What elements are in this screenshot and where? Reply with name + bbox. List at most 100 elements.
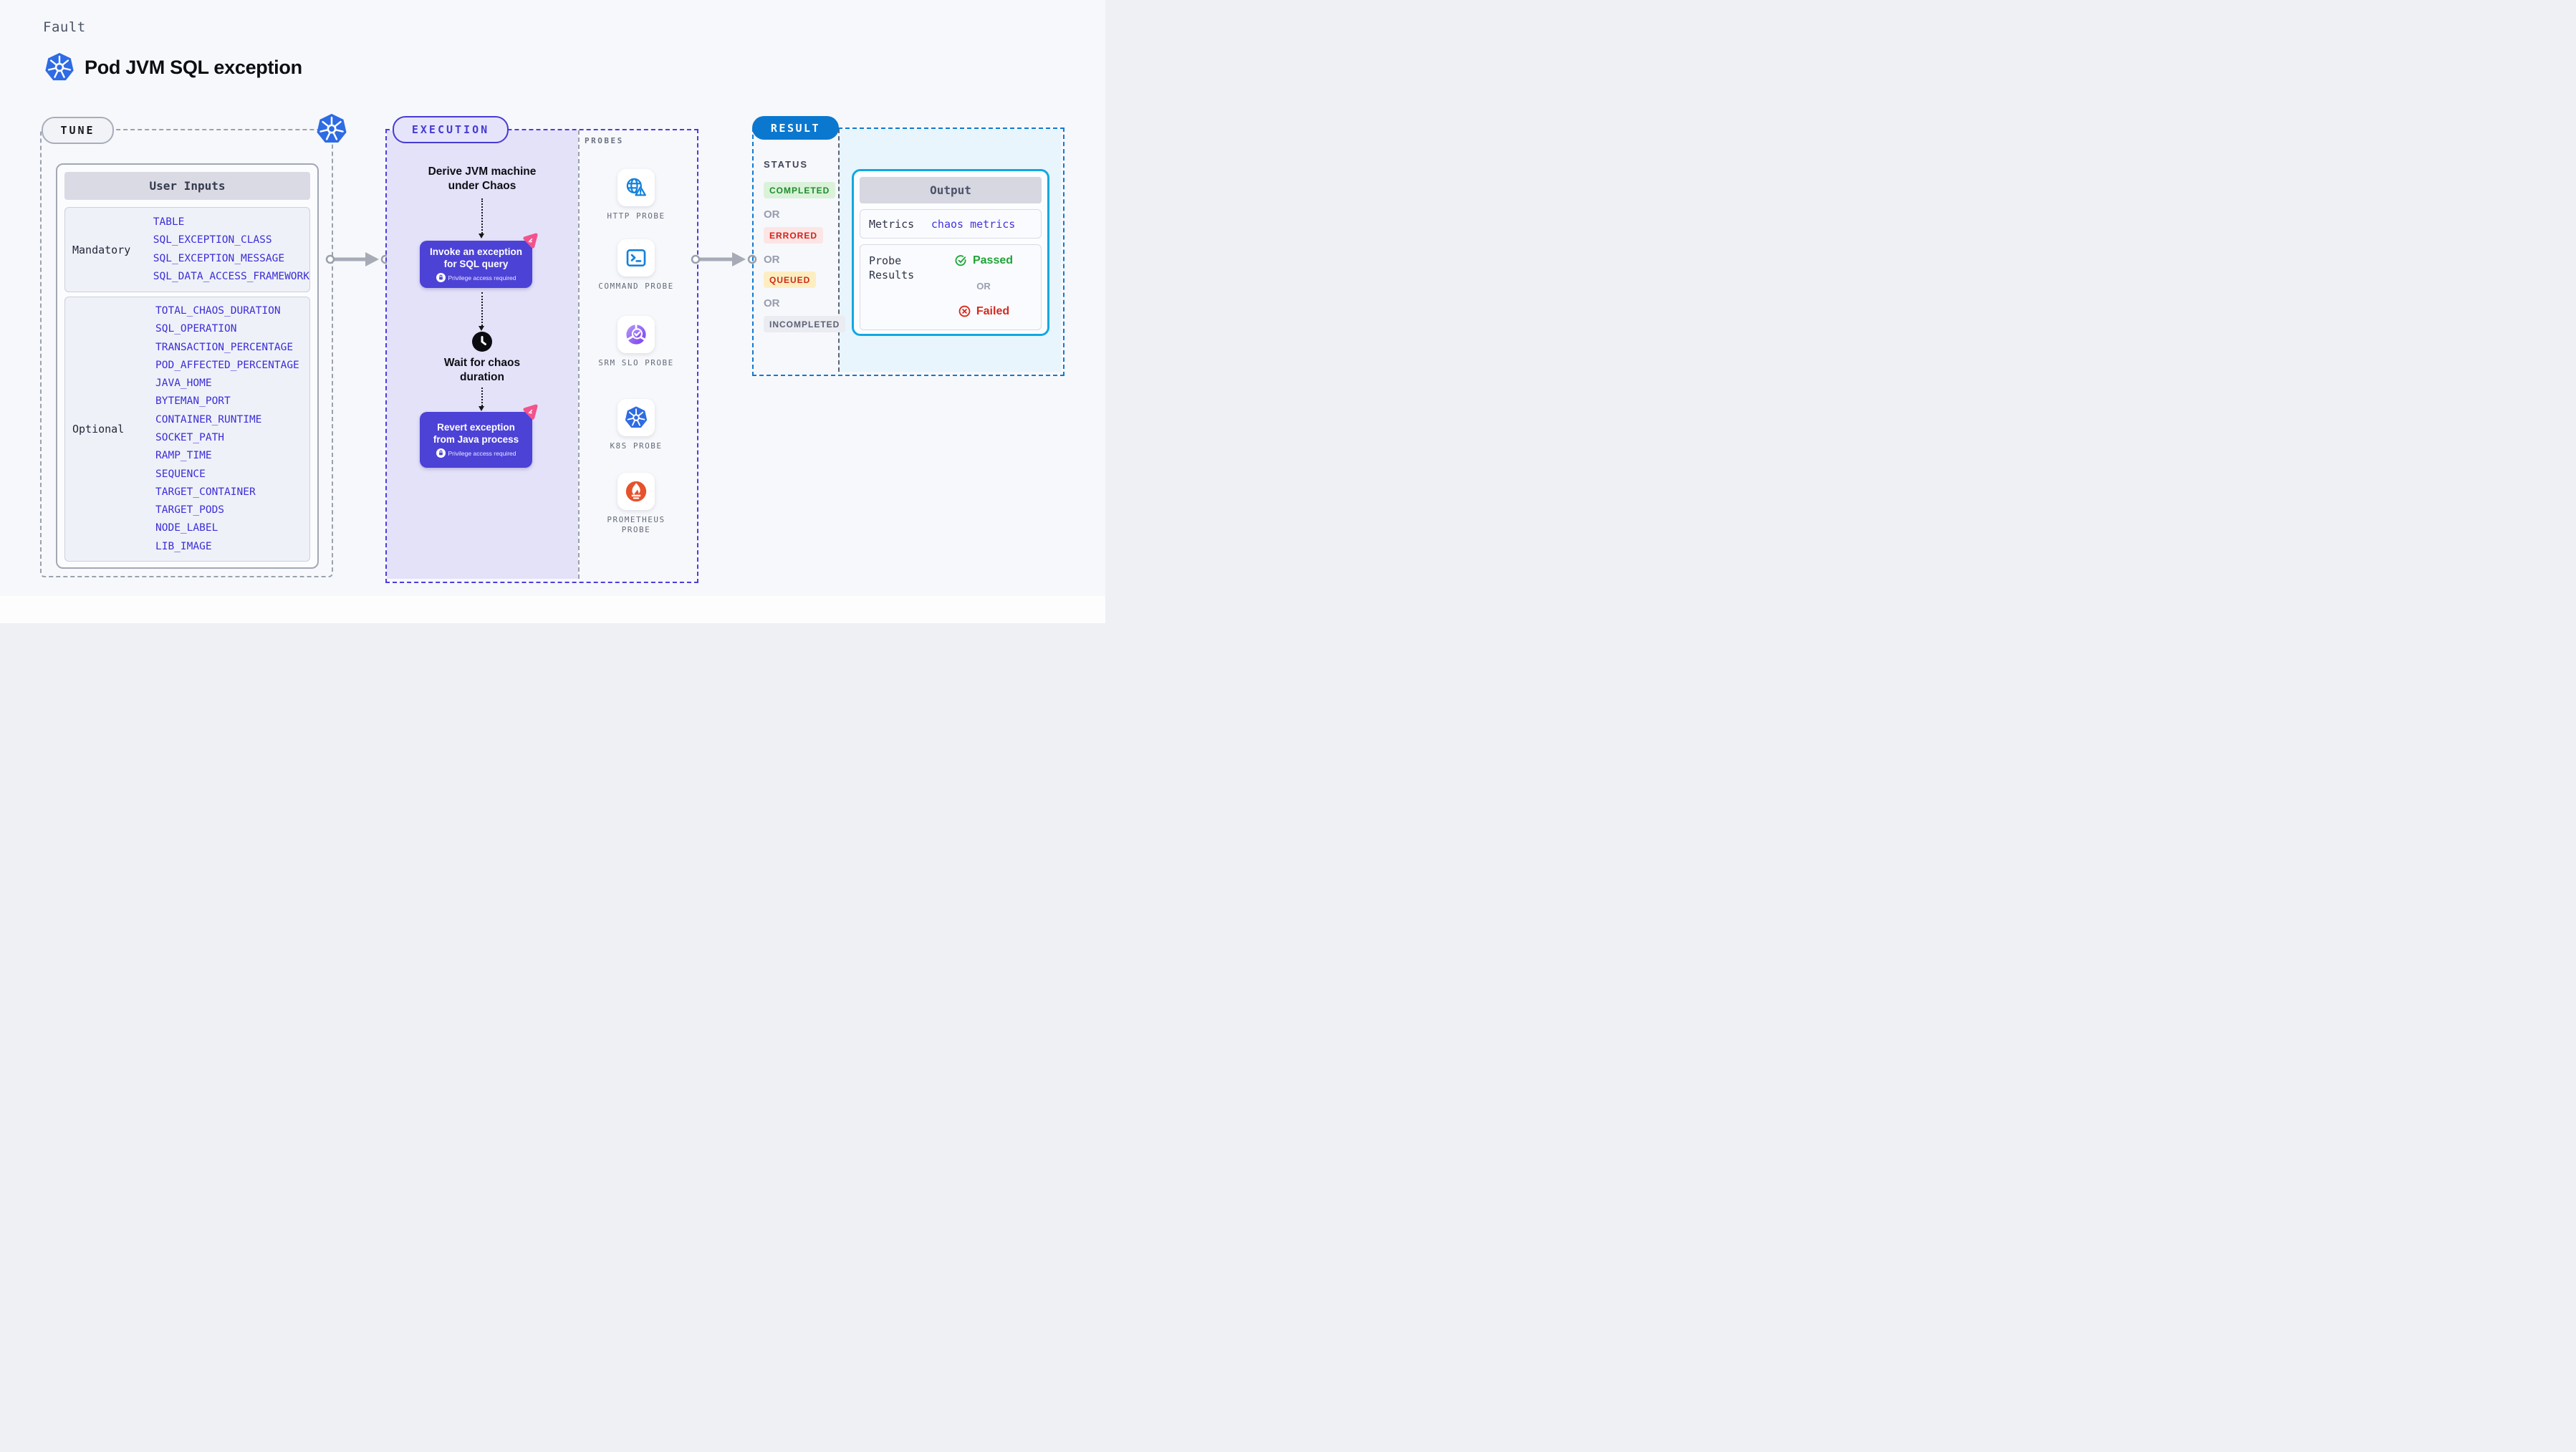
tunable-item: TOTAL_CHAOS_DURATION [155, 304, 281, 317]
chaos-metrics-link[interactable]: chaos metrics [931, 217, 1016, 231]
result-section-border [752, 128, 1064, 376]
status-title: STATUS [764, 159, 809, 170]
or-label: OR [764, 208, 780, 221]
status-output-divider [838, 129, 840, 372]
invoke-step-label: Invoke an exception for SQL query [429, 246, 523, 269]
metrics-row: Metrics chaos metrics [860, 209, 1042, 239]
kubernetes-icon [316, 112, 347, 144]
probe-item-prometheus: PROMETHEUS PROBE [597, 473, 676, 535]
page-title: Pod JVM SQL exception [85, 57, 302, 78]
tunable-item: TRANSACTION_PERCENTAGE [155, 341, 294, 353]
tunable-item: SQL_EXCEPTION_CLASS [153, 234, 272, 246]
x-circle-icon [958, 305, 971, 317]
revert-exception-step: Revert exception from Java process Privi… [420, 412, 532, 468]
probe-label: PROMETHEUS PROBE [607, 515, 665, 534]
probe-label: COMMAND PROBE [598, 282, 674, 291]
privilege-note: Privilege access required [436, 448, 516, 458]
passed-label: Passed [972, 254, 1014, 266]
execution-to-result-arrow [691, 252, 757, 266]
tune-section-border [40, 129, 333, 577]
lock-icon [436, 448, 446, 458]
kubernetes-icon [617, 399, 655, 436]
optional-inputs-group: Optional TOTAL_CHAOS_DURATION SQL_OPERAT… [64, 297, 310, 562]
tunable-item: TABLE [153, 216, 185, 228]
output-box: Output Metrics chaos metrics Probe Resul… [852, 169, 1049, 336]
invoke-exception-step: Invoke an exception for SQL query Privil… [420, 241, 532, 288]
kubernetes-icon [44, 52, 75, 82]
failed-result: Failed [958, 304, 1009, 318]
tunable-item: BYTEMAN_PORT [155, 395, 231, 408]
check-circle-icon [955, 255, 966, 266]
clock-icon [472, 332, 492, 352]
tunable-item: RAMP_TIME [155, 450, 212, 462]
tunable-item: SEQUENCE [155, 468, 206, 480]
probe-item-http: HTTP PROBE [597, 169, 676, 221]
prometheus-icon [617, 473, 655, 510]
or-label: OR [764, 254, 780, 266]
slo-donut-check-icon [617, 316, 655, 353]
optional-items: TOTAL_CHAOS_DURATION SQL_OPERATION TRANS… [155, 297, 309, 561]
probe-item-k8s: K8S PROBE [597, 399, 676, 451]
tunable-item: JAVA_HOME [155, 378, 212, 390]
metrics-label: Metrics [869, 217, 915, 231]
probe-item-command: COMMAND PROBE [597, 239, 676, 292]
privilege-note-text: Privilege access required [448, 449, 516, 457]
arrow-down-icon [479, 326, 484, 331]
revert-step-label: Revert exception from Java process [433, 422, 519, 445]
tunable-item: SQL_EXCEPTION_MESSAGE [153, 252, 285, 264]
lock-icon [436, 273, 446, 282]
user-inputs-title: User Inputs [64, 172, 310, 200]
tunable-item: POD_AFFECTED_PERCENTAGE [155, 359, 299, 371]
probes-title: PROBES [585, 136, 624, 145]
probe-results-label: Probe Results [869, 254, 915, 282]
privilege-note: Privilege access required [436, 273, 516, 282]
terminal-icon [617, 239, 655, 277]
probe-item-srm-slo: SRM SLO PROBE [597, 316, 676, 368]
chaos-fault-icon [522, 404, 539, 420]
tunable-item: TARGET_PODS [155, 504, 225, 516]
probe-results-values: Passed OR Failed [935, 252, 1032, 322]
probe-label: SRM SLO PROBE [598, 358, 674, 367]
status-badge-incompleted: INCOMPLETED [764, 316, 846, 332]
fault-diagram-canvas: Fault Pod JVM SQL exception TUNE User In… [0, 0, 1105, 623]
chaos-fault-icon [522, 233, 539, 249]
bottom-margin [0, 596, 1105, 623]
execution-badge: EXECUTION [393, 116, 509, 143]
result-badge: RESULT [752, 116, 839, 140]
tune-badge: TUNE [42, 117, 114, 144]
output-title: Output [860, 177, 1042, 203]
passed-result: Passed [954, 254, 1013, 267]
user-inputs-card: User Inputs Mandatory TABLE SQL_EXCEPTIO… [56, 163, 319, 569]
probe-results-row: Probe Results Passed OR Failed [860, 244, 1042, 330]
mandatory-inputs-group: Mandatory TABLE SQL_EXCEPTION_CLASS SQL_… [64, 207, 310, 292]
tunable-item: NODE_LABEL [155, 522, 218, 534]
mandatory-label: Mandatory [72, 243, 131, 256]
globe-warning-icon [617, 169, 655, 206]
tunable-item: SOCKET_PATH [155, 432, 225, 443]
tunable-item: CONTAINER_RUNTIME [155, 413, 262, 425]
fault-kicker: Fault [43, 19, 86, 35]
tunable-item: LIB_IMAGE [155, 540, 212, 552]
or-label: OR [976, 280, 991, 292]
arrow-down-icon [479, 234, 484, 239]
probe-label: HTTP PROBE [607, 211, 665, 221]
arrow-down-icon [479, 406, 484, 411]
flow-connector [481, 198, 483, 234]
tunable-item: TARGET_CONTAINER [155, 486, 256, 498]
status-badge-queued: QUEUED [764, 271, 817, 288]
status-badge-errored: ERRORED [764, 227, 824, 244]
probe-label: K8S PROBE [610, 441, 663, 451]
flow-connector [481, 292, 483, 326]
wait-step-label: Wait for chaos duration [443, 357, 521, 383]
tunable-item: SQL_OPERATION [155, 323, 237, 335]
derive-step-label: Derive JVM machine under Chaos [428, 165, 537, 192]
status-badge-completed: COMPLETED [764, 182, 836, 198]
failed-label: Failed [976, 304, 1010, 317]
tune-to-execution-arrow [325, 252, 390, 266]
flow-connector [481, 388, 483, 406]
privilege-note-text: Privilege access required [448, 274, 516, 282]
optional-label: Optional [72, 423, 125, 436]
mandatory-items: TABLE SQL_EXCEPTION_CLASS SQL_EXCEPTION_… [153, 208, 309, 292]
tunable-item: SQL_DATA_ACCESS_FRAMEWORK [153, 270, 309, 282]
execution-section-border [385, 129, 698, 583]
